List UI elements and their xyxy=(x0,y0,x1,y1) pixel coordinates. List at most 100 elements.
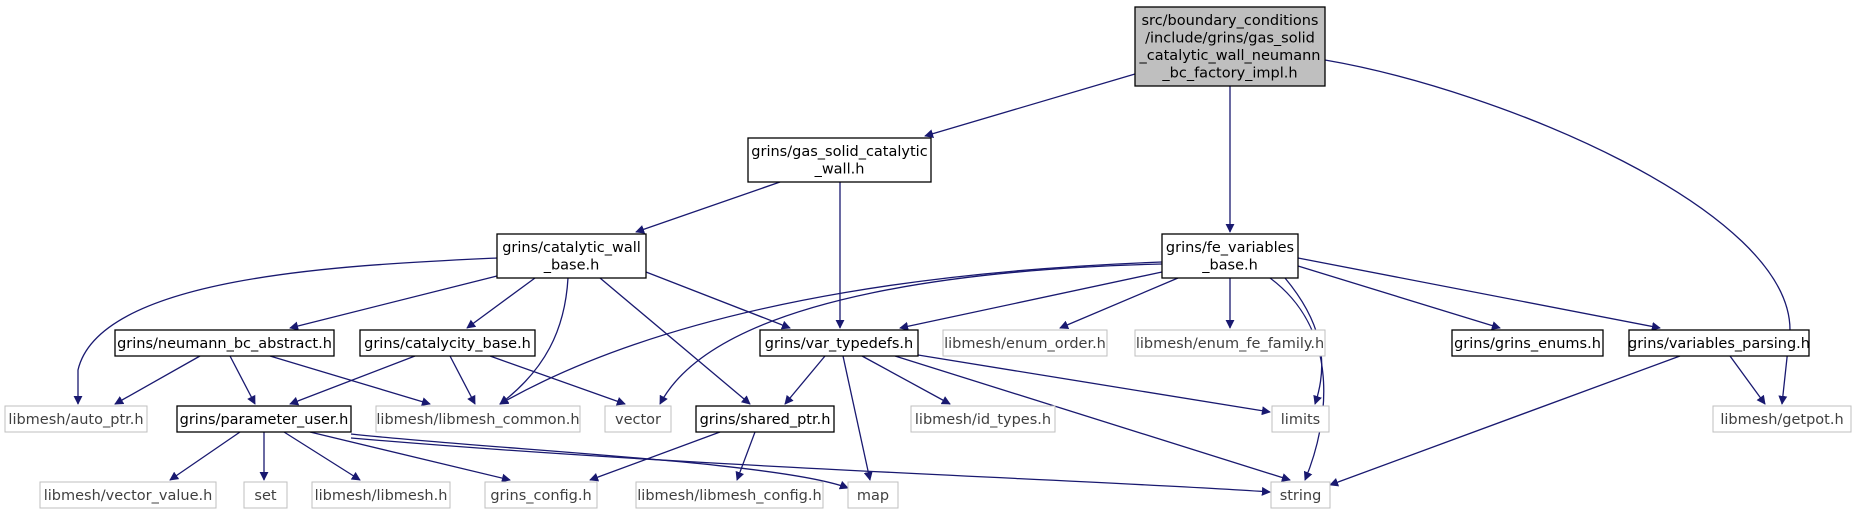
node-box xyxy=(496,233,647,279)
node-label: _base.h xyxy=(1201,258,1258,274)
edge-parameter_user-to-string xyxy=(350,437,1271,496)
node-string: string xyxy=(1270,481,1331,509)
node-shared-ptr[interactable]: grins/shared_ptr.h xyxy=(695,405,835,433)
edge-neumann_bc_abstract-to-auto_ptr xyxy=(114,355,201,405)
node-label: grins/gas_solid_catalytic xyxy=(751,144,927,160)
edge-parameter_user-to-map xyxy=(350,433,849,490)
node-label: src/boundary_conditions xyxy=(1142,13,1319,29)
edge-root-to-getpot xyxy=(1324,59,1791,405)
node-label: libmesh/enum_order.h xyxy=(944,336,1106,352)
edge-fe_variables_base-to-string xyxy=(1269,277,1325,481)
node-grins-enums[interactable]: grins/grins_enums.h xyxy=(1451,329,1604,357)
edge-gas_solid_catalytic_wall-to-catalytic_wall_base xyxy=(635,181,781,234)
node-box xyxy=(747,137,932,183)
edge-fe_variables_base-to-enum_order xyxy=(1059,277,1179,329)
node-label: map xyxy=(857,488,889,504)
node-box xyxy=(1161,233,1299,279)
edge-neumann_bc_abstract-to-libmesh_common xyxy=(269,355,431,406)
node-label: grins/parameter_user.h xyxy=(180,412,349,428)
node-box xyxy=(4,405,148,433)
node-label: string xyxy=(1280,488,1322,504)
node-catalycity-base[interactable]: grins/catalycity_base.h xyxy=(359,329,536,357)
node-getpot: libmesh/getpot.h xyxy=(1712,405,1852,433)
node-label: _bc_factory_impl.h xyxy=(1161,66,1297,82)
node-box xyxy=(1451,329,1604,357)
edge-catalytic_wall_base-to-catalycity_base xyxy=(466,277,536,329)
dependency-nodes: src/boundary_conditions/include/grins/ga… xyxy=(4,6,1852,509)
node-label: /include/grins/gas_solid xyxy=(1145,31,1315,47)
node-label: libmesh/enum_fe_family.h xyxy=(1136,336,1324,352)
edge-var_typedefs-to-map xyxy=(842,355,873,481)
node-parameter-user[interactable]: grins/parameter_user.h xyxy=(176,405,352,433)
edge-shared_ptr-to-libmesh_config xyxy=(735,431,756,481)
node-grins-config: grins_config.h xyxy=(484,481,598,509)
node-box xyxy=(942,329,1108,357)
node-label: libmesh/libmesh_config.h xyxy=(637,488,821,504)
node-box xyxy=(1712,405,1852,433)
edge-catalycity_base-to-libmesh_common xyxy=(449,355,476,405)
node-enum-fe-family: libmesh/enum_fe_family.h xyxy=(1134,329,1326,357)
node-label: vector xyxy=(615,412,661,428)
node-box xyxy=(484,481,598,509)
node-label: libmesh/libmesh.h xyxy=(315,488,448,504)
edge-parameter_user-to-libmesh_h xyxy=(283,431,361,481)
node-box xyxy=(1628,329,1810,357)
edge-variables_parsing-to-getpot xyxy=(1729,355,1766,405)
node-label: libmesh/getpot.h xyxy=(1720,412,1843,428)
node-map: map xyxy=(847,481,899,509)
edge-fe_variables_base-to-libmesh_common xyxy=(499,261,1163,405)
dependency-edges xyxy=(73,59,1791,496)
node-box xyxy=(1134,6,1326,87)
node-box xyxy=(176,405,352,433)
edge-catalytic_wall_base-to-neumann_bc_abstract xyxy=(289,275,498,331)
edge-parameter_user-to-vector_value xyxy=(169,431,241,481)
node-neumann-bc-abstract[interactable]: grins/neumann_bc_abstract.h xyxy=(114,329,335,357)
node-enum-order: libmesh/enum_order.h xyxy=(942,329,1108,357)
node-label: grins/shared_ptr.h xyxy=(700,412,831,428)
edge-fe_variables_base-to-variables_parsing xyxy=(1297,257,1661,331)
node-root[interactable]: src/boundary_conditions/include/grins/ga… xyxy=(1134,6,1326,87)
node-box xyxy=(1271,405,1330,433)
edge-catalytic_wall_base-to-libmesh_common xyxy=(499,277,569,405)
node-label: libmesh/auto_ptr.h xyxy=(8,412,143,428)
edge-fe_variables_base-to-grins_enums xyxy=(1297,265,1501,330)
node-set: set xyxy=(243,481,288,509)
node-label: _base.h xyxy=(543,258,600,274)
node-box xyxy=(635,481,824,509)
node-gas-solid-catalytic-wall[interactable]: grins/gas_solid_catalytic_wall.h xyxy=(747,137,932,183)
edge-neumann_bc_abstract-to-parameter_user xyxy=(229,355,256,405)
node-catalytic-wall-base[interactable]: grins/catalytic_wall _base.h xyxy=(496,233,647,279)
node-box xyxy=(604,405,672,433)
node-fe-variables-base[interactable]: grins/fe_variables_base.h xyxy=(1161,233,1299,279)
edge-var_typedefs-to-string xyxy=(894,355,1291,482)
node-var-typedefs[interactable]: grins/var_typedefs.h xyxy=(759,329,919,357)
edge-catalytic_wall_base-to-shared_ptr xyxy=(599,277,751,405)
node-box xyxy=(114,329,335,357)
node-box xyxy=(1134,329,1326,357)
node-label: grins/var_typedefs.h xyxy=(765,336,913,352)
edge-var_typedefs-to-id_types xyxy=(861,355,951,405)
node-box xyxy=(1270,481,1331,509)
edge-fe_variables_base-to-var_typedefs xyxy=(899,271,1163,331)
node-label: _catalytic_wall_neumann xyxy=(1139,48,1321,64)
edge-parameter_user-to-grins_config xyxy=(309,431,511,483)
edge-var_typedefs-to-shared_ptr xyxy=(784,355,826,405)
node-box xyxy=(39,481,217,509)
node-box xyxy=(375,405,581,433)
node-box xyxy=(910,405,1056,433)
node-label: grins/variables_parsing.h xyxy=(1628,336,1810,352)
node-box xyxy=(759,329,919,357)
edge-fe_variables_base-to-vector xyxy=(659,263,1163,405)
node-label: grins/catalytic_wall xyxy=(502,240,641,256)
edge-catalycity_base-to-vector xyxy=(489,355,626,406)
node-limits: limits xyxy=(1271,405,1330,433)
node-libmesh-config: libmesh/libmesh_config.h xyxy=(635,481,824,509)
node-box xyxy=(243,481,288,509)
node-label: libmesh/vector_value.h xyxy=(44,488,213,504)
node-variables-parsing[interactable]: grins/variables_parsing.h xyxy=(1628,329,1810,357)
edge-variables_parsing-to-string xyxy=(1329,355,1681,487)
edge-catalycity_base-to-parameter_user xyxy=(289,355,416,406)
node-vector-value: libmesh/vector_value.h xyxy=(39,481,217,509)
node-auto-ptr: libmesh/auto_ptr.h xyxy=(4,405,148,433)
node-label: set xyxy=(254,488,276,504)
